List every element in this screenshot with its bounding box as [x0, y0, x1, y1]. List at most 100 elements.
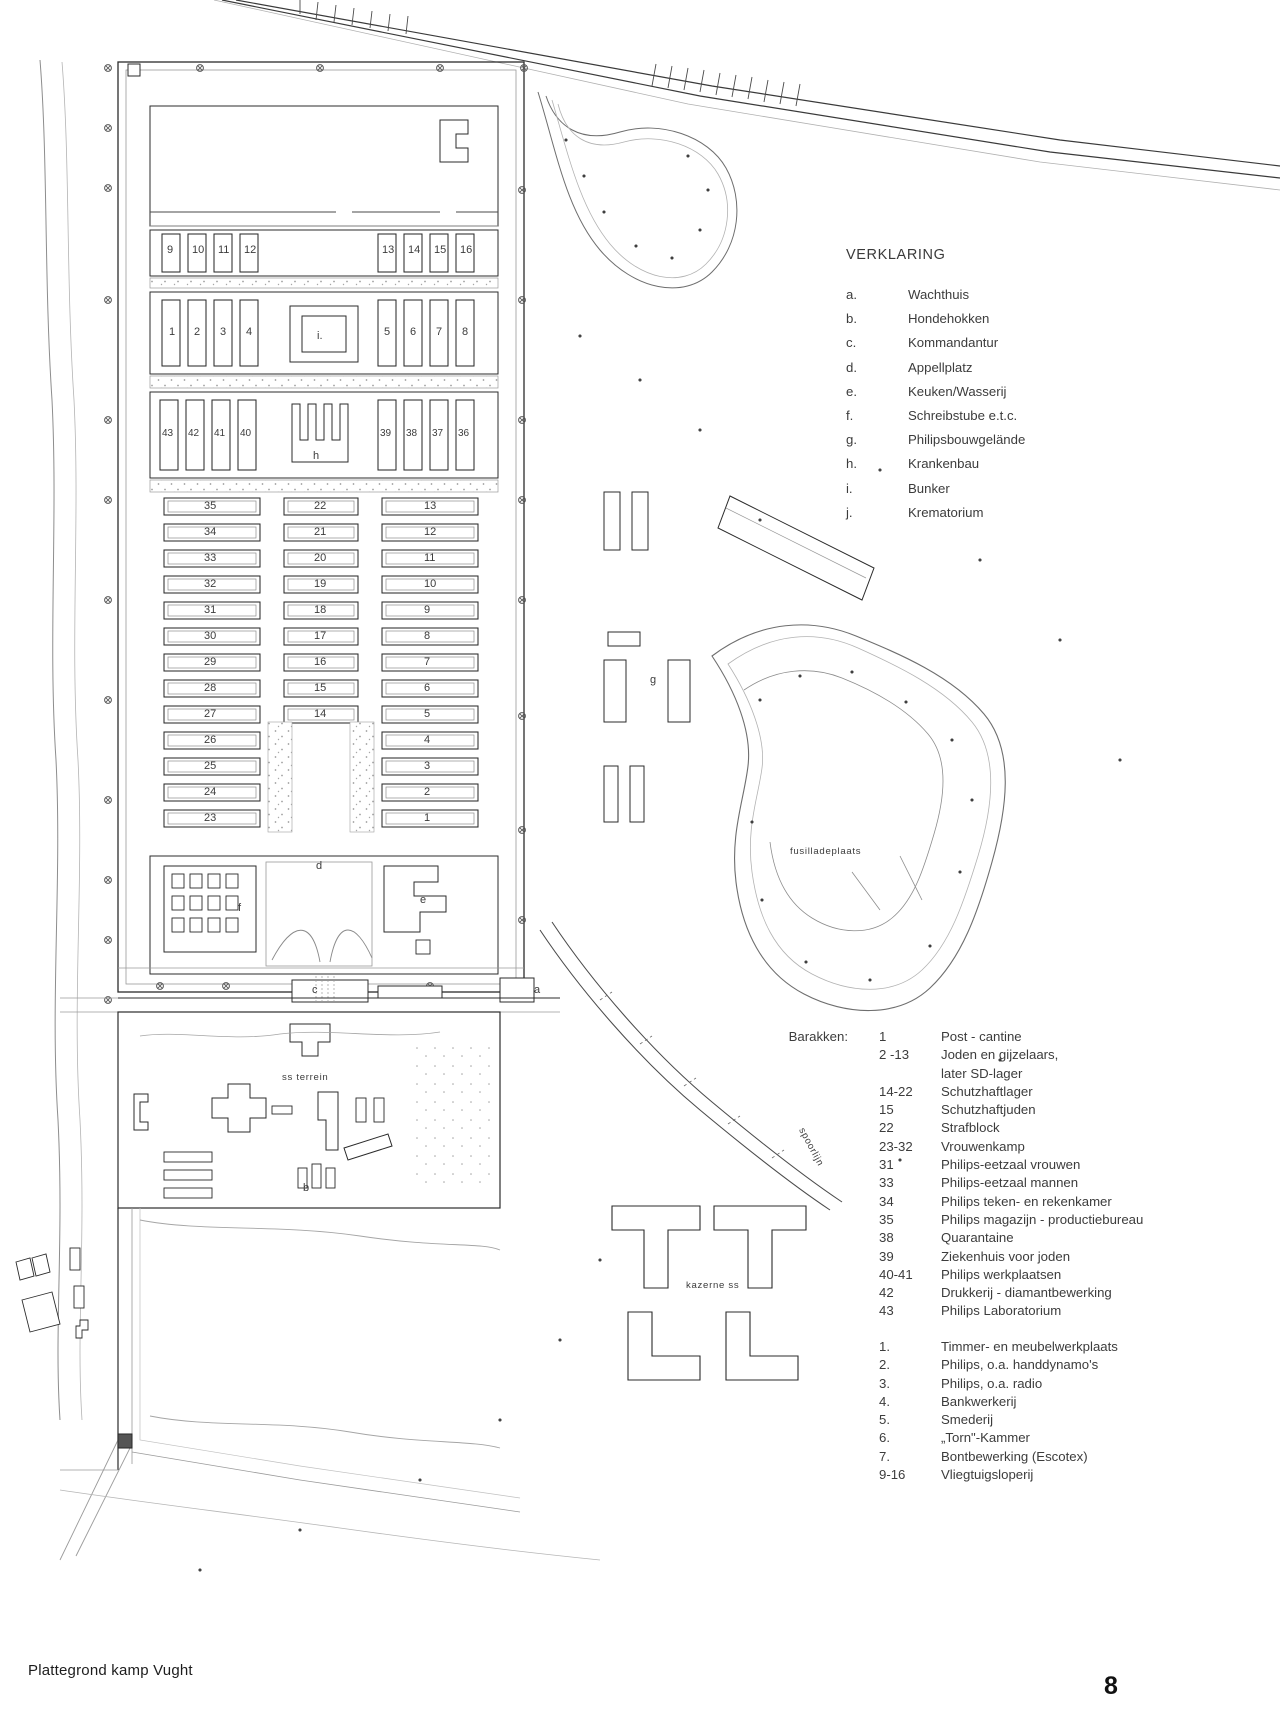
barakken-item: 23-32 Vrouwenkamp [755, 1138, 1185, 1156]
map-col-left-33: 33 [204, 552, 217, 564]
werkplaats-item: 4. Bankwerkerij [755, 1393, 1185, 1411]
werkplaats-number: 1. [879, 1339, 890, 1354]
barakken-number: 39 [879, 1248, 894, 1264]
werkplaats-item: 1. Timmer- en meubelwerkplaats [755, 1338, 1185, 1356]
map-letter-kommandantur: c [312, 984, 318, 996]
barakken-number: 1 [879, 1029, 887, 1044]
barakken-text: Philips magazijn - productiebureau [941, 1211, 1144, 1227]
barakken-number: 35 [879, 1211, 894, 1227]
legend-label: Hondehokken [908, 311, 990, 327]
barakken-item: 42 Drukkerij - diamantbewerking [755, 1284, 1185, 1302]
werkplaats-item: 5. Smederij [755, 1411, 1185, 1429]
barakken-item: 38 Quarantaine [755, 1229, 1185, 1247]
map-col-right-13: 13 [424, 500, 437, 512]
legend-key: a. [846, 287, 857, 302]
map-number-3: 3 [220, 326, 227, 338]
map-col-left-29: 29 [204, 656, 217, 668]
barakken-text: Vrouwenkamp [941, 1138, 1025, 1154]
map-number-16t: 16 [460, 244, 473, 256]
werkplaats-item: 9-16 Vliegtuigsloperij [755, 1466, 1185, 1484]
barakken-number: 42 [879, 1285, 894, 1301]
legend-label: Schreibstube e.t.c. [908, 407, 1018, 423]
service-area [149, 855, 499, 975]
railway-top [213, 0, 1280, 191]
map-number-13t: 13 [382, 244, 395, 256]
map-col-mid-20: 20 [314, 552, 327, 564]
map-letter-hondehokken: b [303, 1182, 310, 1194]
barakken-number: 14-22 [879, 1083, 913, 1099]
map-col-mid-19: 19 [314, 578, 327, 590]
barakken-text: Drukkerij - diamantbewerking [941, 1285, 1112, 1301]
map-col-left-27: 27 [204, 708, 217, 720]
legend-verklaring: VERKLARING a. Wachthuis b. Hondehokken c… [846, 247, 1176, 522]
legend-key: j. [846, 504, 853, 520]
barrack-row-third [149, 391, 499, 493]
map-col-left-28: 28 [204, 682, 217, 694]
barakken-item: Barakken: 1 Post - cantine [755, 1028, 1185, 1046]
barakken-text: Post - cantine [941, 1029, 1022, 1044]
map-number-10: 10 [192, 244, 205, 256]
barakken-text: Joden en gijzelaars, [941, 1047, 1059, 1063]
map-col-left-35: 35 [204, 500, 217, 512]
legend-key: h. [846, 456, 857, 472]
barakken-text: Ziekenhuis voor joden [941, 1248, 1071, 1264]
map-col-right-10: 10 [424, 578, 437, 590]
barakken-item: 43 Philips Laboratorium [755, 1302, 1185, 1320]
legend-label: Bunker [908, 480, 950, 496]
map-col-right-1: 1 [424, 812, 431, 824]
map-letter-keuken: e [420, 894, 427, 906]
legend-item: b. Hondehokken [846, 309, 1176, 329]
map-label-kazerne-ss: kazerne ss [686, 1280, 740, 1291]
map-col-right-4: 4 [424, 734, 431, 746]
werkplaats-item: 6. „Torn"-Kammer [755, 1429, 1185, 1447]
map-col-right-2: 2 [424, 786, 431, 798]
legend-title: VERKLARING [846, 247, 946, 263]
werkplaats-text: Bontbewerking (Escotex) [941, 1448, 1088, 1464]
werkplaats-text: Philips, o.a. radio [941, 1375, 1043, 1391]
barakken-text: Philips teken- en rekenkamer [941, 1193, 1112, 1209]
barakken-text: Schutzhaftjuden [941, 1102, 1036, 1118]
fusilladeplaats-enclosure [711, 624, 1006, 1012]
map-col-mid-22: 22 [314, 500, 327, 512]
map-letter-schreibstube: f [238, 902, 242, 914]
legend-key: c. [846, 335, 857, 351]
map-col-left-25: 25 [204, 760, 217, 772]
legend-label: Keuken/Wasserij [908, 383, 1007, 399]
map-number-42: 42 [188, 428, 200, 439]
map-col-left-34: 34 [204, 526, 217, 538]
map-number-36: 36 [458, 428, 470, 439]
map-col-right-7: 7 [424, 656, 431, 668]
legend-label: Appellplatz [908, 359, 973, 375]
legend-rows: a. Wachthuis b. Hondehokken c. Kommandan… [846, 285, 1176, 522]
ss-terrein [117, 1011, 501, 1209]
map-number-7: 7 [436, 326, 443, 338]
map-number-4: 4 [246, 326, 253, 338]
map-letter-bunker: i. [317, 330, 323, 342]
legend-label: Philipsbouwgelände [908, 432, 1026, 448]
map-col-left-31: 31 [204, 604, 217, 616]
map-col-mid-15: 15 [314, 682, 327, 694]
woodland-north [537, 91, 738, 289]
philips-construction-site [603, 491, 875, 823]
barakken-number: 38 [879, 1230, 894, 1246]
map-number-1: 1 [169, 326, 176, 338]
barakken-text: Philips-eetzaal mannen [941, 1175, 1079, 1191]
barakken-number: 23-32 [879, 1138, 913, 1154]
field-stipple [198, 334, 1122, 1572]
werkplaats-number: 4. [879, 1393, 890, 1409]
legend-key: g. [846, 432, 857, 448]
map-col-right-11: 11 [424, 552, 436, 564]
map-col-right-5: 5 [424, 708, 431, 720]
legend-werkplaatsen: 1. Timmer- en meubelwerkplaats 2. Philip… [755, 1338, 1185, 1484]
legend-item: j. Krematorium [846, 503, 1176, 523]
werkplaats-number: 5. [879, 1412, 890, 1428]
map-col-left-23: 23 [204, 812, 217, 824]
barakken-item: 35 Philips magazijn - productiebureau [755, 1211, 1185, 1229]
werkplaats-text: „Torn"-Kammer [941, 1430, 1030, 1446]
legend-label: Krankenbau [908, 456, 980, 472]
barakken-item-continuation: later SD-lager [755, 1065, 1185, 1083]
map-number-40: 40 [240, 428, 252, 439]
werkplaats-item: 2. Philips, o.a. handdynamo's [755, 1356, 1185, 1374]
barrack-row-top [149, 229, 499, 289]
